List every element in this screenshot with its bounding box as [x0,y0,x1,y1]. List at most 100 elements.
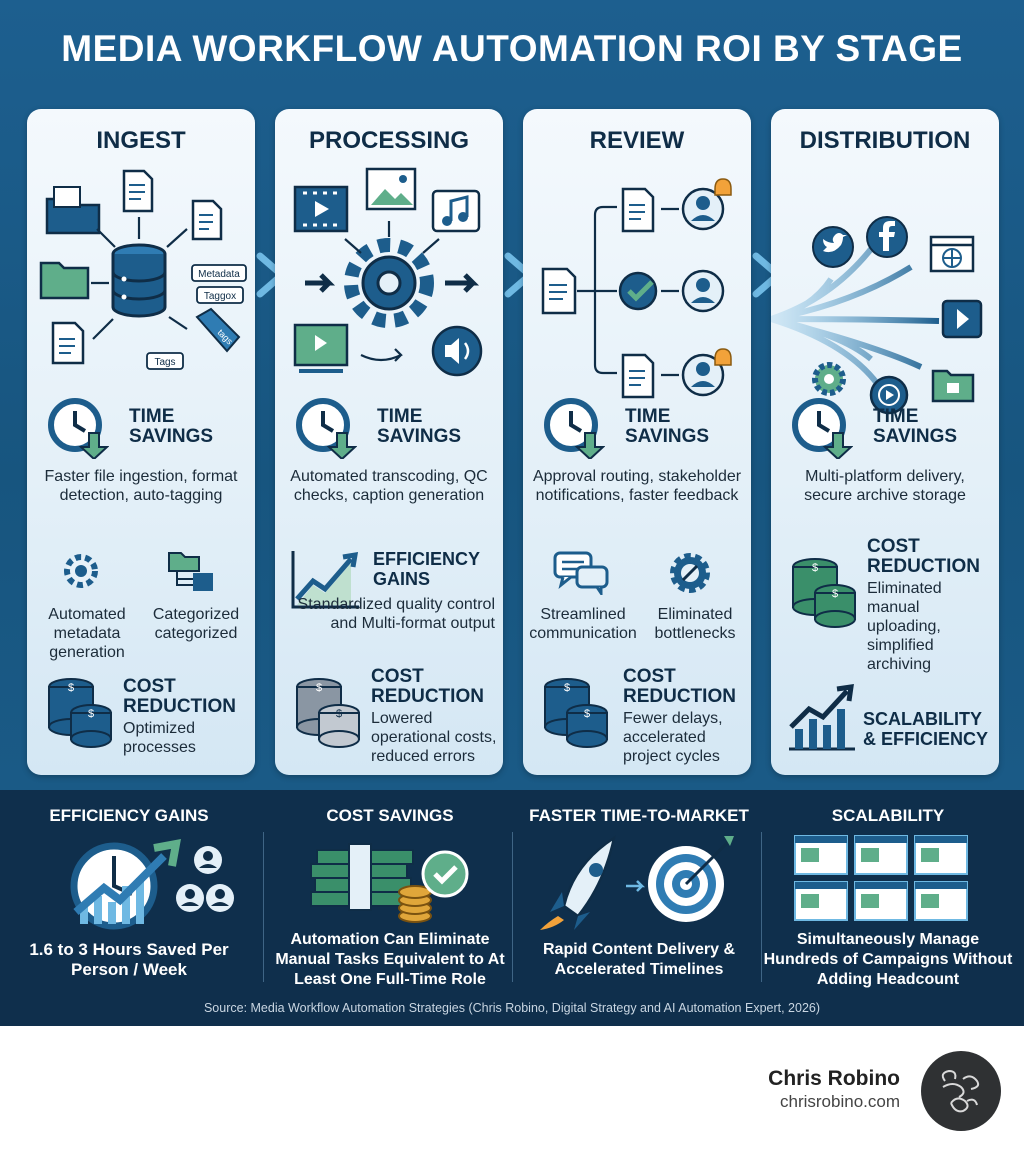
tag-label: Metadata [198,269,240,280]
growth-chart-icon [789,684,855,751]
review-illustration [541,178,732,399]
svg-text:$: $ [832,588,838,600]
image-icon [365,167,417,211]
person-avatar-icon [681,187,725,231]
ingest-illustration: Metadata Taggox Tags tags [39,169,247,370]
cost-label: COST REDUCTION [867,536,980,577]
summary-cost-savings: COST SAVINGS Automation Can Eliminate Ma… [265,790,515,1026]
svg-text:$: $ [68,682,74,694]
author-website[interactable]: chrisrobino.com [780,1092,900,1111]
money-stack-icon [310,843,469,923]
clock-icon [544,398,605,459]
summary-text: Simultaneously Manage Hundreds of Campai… [763,931,1013,988]
coin-stack-icon: $$ [792,558,856,628]
gear-icon [344,238,434,328]
video-player-icon [293,323,349,373]
time-savings-text: Faster file ingestion, format detection,… [44,468,238,504]
growth-chart-icon [291,551,359,609]
efficiency-label: EFFICIENCY GAINS [373,549,480,589]
person-avatar-icon [206,884,234,912]
efficiency-growth-icon [70,839,234,930]
person-avatar-icon [176,884,204,912]
cost-text: Fewer delays, accelerated project cycles [623,710,723,765]
divider [263,832,264,982]
cost-text: Lowered operational costs, reduced error… [371,710,497,765]
coin-stack-icon: $$ [48,678,112,748]
summary-title: EFFICIENCY GAINS [49,806,209,825]
document-icon [191,199,223,241]
campaign-grid-icon [794,835,968,921]
checkmark-icon [618,271,658,311]
hierarchy-folder-icon [168,552,213,591]
person-avatar-icon [681,353,725,397]
benefit-text: Streamlined communication [529,606,637,642]
checkmark-icon [421,850,469,898]
summary-band: EFFICIENCY GAINS 1.6 to 3 Hours Saved Pe… [0,790,1024,1026]
cost-label: COST REDUCTION [623,666,736,707]
time-savings-text: Automated transcoding, QC checks, captio… [290,468,488,504]
document-icon [122,169,154,213]
database-icon [111,243,167,318]
stage-title: REVIEW [589,127,685,154]
play-button-icon [941,299,983,339]
video-file-icon [293,185,349,233]
blocked-gear-icon [670,553,710,593]
twitter-icon [812,226,854,268]
media-player-icon [869,375,909,415]
benefit-text: Categorized categorized [152,606,240,642]
coin-stack-icon: $$ [544,678,608,748]
page-title: MEDIA WORKFLOW AUTOMATION ROI BY STAGE [61,28,963,69]
svg-text:$: $ [316,682,322,694]
distribution-illustration [771,216,983,415]
clock-icon [48,398,109,459]
svg-text:$: $ [812,562,818,574]
cost-label: COST REDUCTION [123,676,236,717]
svg-text:$: $ [88,708,94,720]
target-icon [648,836,734,922]
time-savings-text: Multi-platform delivery, secure archive … [804,468,966,504]
tag-label: Taggox [204,291,236,302]
svg-text:$: $ [564,682,570,694]
stage-title: PROCESSING [308,127,470,154]
stage-title: DISTRIBUTION [799,127,971,154]
tag-icon: tags [195,307,241,353]
web-browser-icon [929,235,975,273]
author-name: Chris Robino [768,1067,900,1090]
stage-title: INGEST [96,127,186,154]
svg-text:$: $ [336,708,342,720]
processing-illustration [293,167,483,377]
summary-efficiency-gains: EFFICIENCY GAINS 1.6 to 3 Hours Saved Pe… [4,790,254,1026]
summary-text: 1.6 to 3 Hours Saved Per Person / Week [29,940,229,979]
divider [761,832,762,982]
summary-title: FASTER TIME-TO-MARKET [529,806,749,825]
summary-text: Automation Can Eliminate Manual Tasks Eq… [275,931,505,988]
logo-icon [941,1069,980,1113]
source-note: Source: Media Workflow Automation Strate… [203,1001,821,1015]
archive-folder-icon [931,369,975,403]
cost-text: Optimized processes [123,720,196,756]
stage-card-distribution: DISTRIBUTION TIME SAVINGS Multi-platform… [771,109,999,775]
stage-card-review: REVIEW TIME SAVINGS Approval routing, st… [523,109,751,775]
document-icon [621,187,655,233]
time-savings-label: TIME SAVINGS [873,406,958,447]
google-me-logo [921,1051,1001,1131]
folder-icon [39,261,90,300]
audio-icon [431,325,483,377]
time-savings-text: Approval routing, stakeholder notificati… [532,468,742,504]
document-icon [51,321,85,365]
facebook-icon [866,216,908,258]
stage-card-ingest: INGEST Metadata Taggox Tags [27,109,255,775]
document-icon [541,267,577,315]
rocket-target-icon [540,835,734,930]
gear-icon [64,554,98,588]
bell-icon [714,348,732,366]
cost-text: Eliminated manual uploading, simplified … [867,580,942,673]
summary-scalability: SCALABILITY Simultaneously Manage Hundre… [763,790,1013,1026]
summary-title: COST SAVINGS [326,806,454,825]
cost-label: COST REDUCTION [371,666,484,707]
time-savings-label: TIME SAVINGS [377,406,462,447]
summary-title: SCALABILITY [831,806,945,825]
folder-icon [45,186,101,235]
rocket-icon [540,835,616,930]
